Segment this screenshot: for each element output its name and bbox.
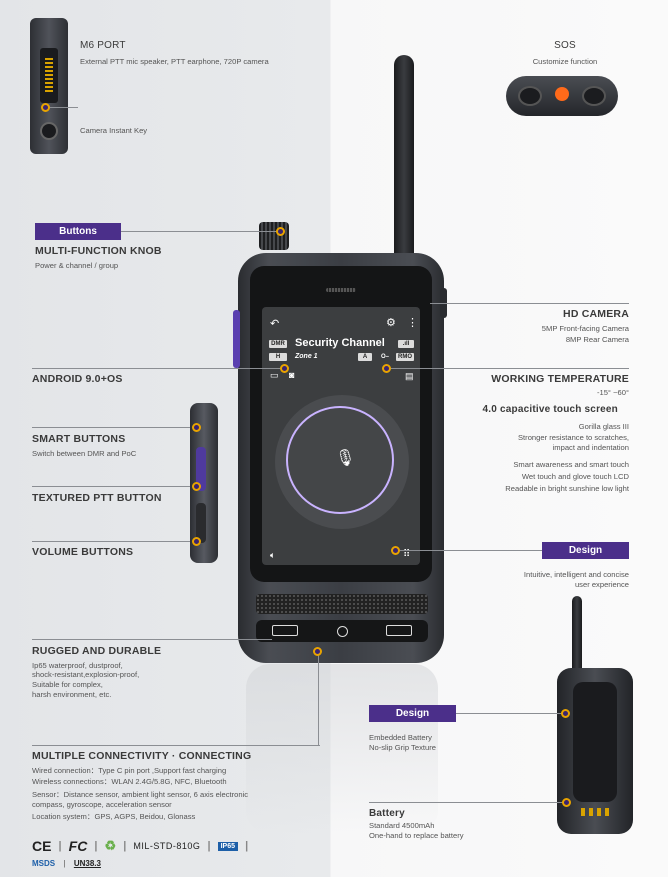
ce-logo: CE (32, 838, 52, 854)
mil-std-label: MIL-STD-810G (133, 841, 201, 851)
design1-l2: user experience (574, 580, 629, 589)
design-badge-1: Design (542, 542, 629, 559)
camera-icon[interactable]: ◙ (289, 370, 295, 380)
m6-port-title: M6 PORT (80, 40, 126, 51)
device-reflection (246, 664, 438, 834)
buttons-badge: Buttons (35, 223, 121, 240)
sos-photo (506, 76, 618, 116)
fc-logo: FC (68, 838, 88, 854)
microphone-icon: 🎙︎ (335, 450, 356, 467)
touch-screen-marker (382, 364, 391, 373)
gear-icon[interactable]: ⚙ (386, 317, 396, 329)
speaker-grille (256, 594, 428, 614)
touch-l4: Smart awareness and smart touch (513, 460, 629, 469)
touch-l2: Stronger resistance to scratches, (517, 433, 629, 442)
multi-function-knob[interactable] (259, 222, 289, 250)
message-icon[interactable]: ▭ (270, 370, 279, 380)
certification-row-2: MSDS | UN38.3 (32, 859, 101, 869)
design-badge-2: Design (369, 705, 456, 722)
sos-button-icon (555, 87, 569, 101)
connectivity-l3: Sensor：Distance sensor, ambient light se… (32, 790, 249, 799)
smart-buttons-title: SMART BUTTONS (32, 433, 126, 445)
smart-side-button[interactable] (233, 310, 240, 368)
android-title: ANDROID 9.0+OS (32, 373, 123, 385)
battery-title: Battery (369, 808, 405, 819)
apps-grid-icon[interactable]: ⠿ (403, 549, 411, 560)
connectivity-l4: compass, gyroscope, acceleration sensor (32, 800, 172, 809)
signal-icon: .ıll (398, 340, 414, 348)
battery-marker (562, 798, 571, 807)
hd-camera-l2: 8MP Rear Camera (565, 335, 629, 344)
ptt-talk-button[interactable] (286, 406, 394, 514)
more-icon[interactable]: ⋮ (407, 317, 418, 329)
design2-l1: Embedded Battery (369, 733, 432, 742)
sos-desc: Customize function (532, 57, 598, 66)
battery-l2: One-hand to replace battery (369, 831, 464, 840)
nav-back-button[interactable] (272, 625, 298, 636)
touch-title: 4.0 capacitive touch screen (482, 404, 618, 415)
knob-marker (276, 227, 285, 236)
nav-home-button[interactable] (337, 626, 348, 637)
channel-title: Security Channel (295, 337, 385, 349)
certification-row: CE | FC | ♻ | MIL-STD-810G | IP65 | (32, 838, 249, 854)
hd-camera-l1: 5MP Front-facing Camera (541, 324, 629, 333)
msds-logo: MSDS (32, 859, 56, 869)
ptt-marker (192, 482, 201, 491)
working-temp-range: -15° ~60° (596, 388, 629, 397)
design-marker-1 (391, 546, 400, 555)
rugged-l1: Ip65 waterproof, dustproof, (32, 661, 123, 670)
mode-chip: DMR (269, 340, 287, 348)
touch-l6: Readable in bright sunshine low light (505, 484, 629, 493)
rugged-l2: shock-resistant,explosion-proof, (32, 670, 140, 679)
back-icon[interactable]: ↶ (270, 318, 280, 330)
nav-recent-button[interactable] (386, 625, 412, 636)
earpiece-grille (326, 288, 356, 292)
touch-l1: Gorilla glass III (578, 422, 629, 431)
speaker-icon[interactable]: 🔈︎ (270, 550, 276, 560)
knob-desc: Power & channel / group (35, 261, 119, 270)
knob-title: MULTI-FUNCTION KNOB (35, 245, 162, 257)
ip65-logo: IP65 (217, 841, 239, 851)
connectivity-marker (313, 647, 322, 656)
working-temp-title: WORKING TEMPERATURE (491, 373, 629, 385)
connectivity-l1: Wired connection：Type C pin port ,Suppor… (32, 766, 227, 775)
touch-l3: impact and indentation (552, 443, 629, 452)
rugged-l3: Suitable for complex, (32, 680, 103, 689)
battery-l1: Standard 4500mAh (369, 821, 435, 830)
hd-camera-title: HD CAMERA (563, 308, 629, 320)
recycle-icon: ♻ (104, 838, 117, 853)
design1-l1: Intuitive, intelligent and concise (523, 570, 629, 579)
m6-port-photo (30, 18, 68, 154)
android-marker (280, 364, 289, 373)
antenna (394, 55, 414, 265)
design-marker-2 (561, 709, 570, 718)
volume-marker (192, 537, 201, 546)
ptt-title: TEXTURED PTT BUTTON (32, 492, 162, 504)
smart-buttons-desc: Switch between DMR and PoC (32, 449, 137, 458)
rear-antenna (572, 596, 582, 676)
smart-buttons-marker (192, 423, 201, 432)
a-chip: A (358, 353, 372, 361)
device-rear-photo (557, 668, 633, 834)
h-chip: H (269, 353, 287, 361)
connectivity-title: MULTIPLE CONNECTIVITY · CONNECTING (32, 750, 252, 762)
camera-key-label: Camera Instant Key (80, 126, 148, 135)
volume-title: VOLUME BUTTONS (32, 546, 134, 558)
m6-port-desc: External PTT mic speaker, PTT earphone, … (80, 57, 269, 66)
key-icon: O– (380, 354, 389, 360)
design2-l2: No-slip Grip Texture (369, 743, 436, 752)
zone-label: Zone 1 (295, 353, 318, 360)
sos-title: SOS (554, 40, 576, 51)
touch-l5: Wet touch and glove touch LCD (521, 472, 629, 481)
rugged-l4: harsh environment, etc. (32, 690, 112, 699)
un383-label: UN38.3 (73, 859, 101, 869)
connectivity-l5: Location system：GPS, AGPS, Beidou, Glona… (32, 812, 196, 821)
m6-port-marker (41, 103, 50, 112)
list-icon[interactable]: ▤ (405, 371, 414, 381)
rmo-chip: RMO (396, 353, 414, 361)
connectivity-l2: Wireless connections：WLAN 2.4G/5.8G, NFC… (32, 777, 227, 786)
rugged-title: RUGGED AND DURABLE (32, 645, 162, 657)
